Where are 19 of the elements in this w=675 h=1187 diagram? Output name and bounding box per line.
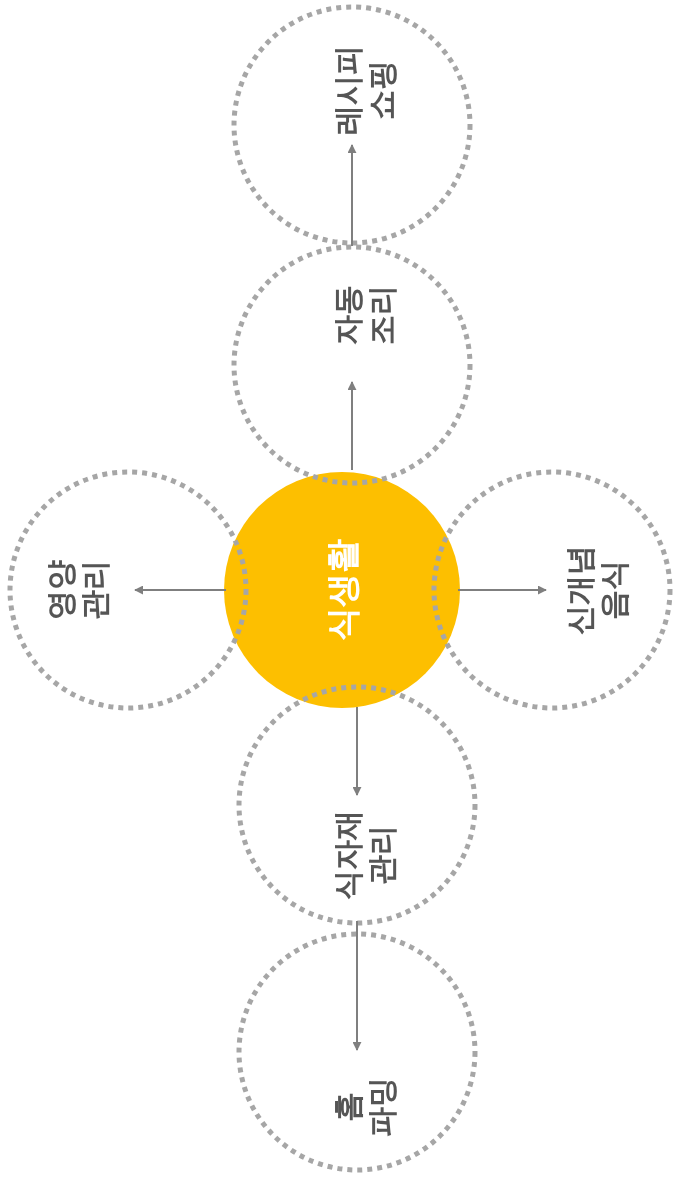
dotted-circle [235, 683, 479, 927]
arrow [347, 381, 357, 471]
dotted-circle [235, 930, 479, 1174]
node-label: 자동 조리 [331, 285, 399, 345]
node-label: 영양 관리 [44, 560, 112, 620]
center-label: 식생활 [325, 539, 359, 641]
dotted-circle [430, 468, 674, 712]
arrow [352, 920, 362, 1051]
node-label: 홈 파밍 [331, 1077, 399, 1137]
node-label: 레시피 쇼핑 [331, 45, 399, 135]
node-label: 식자재 관리 [331, 810, 399, 900]
dotted-circle [230, 3, 474, 247]
arrow [352, 706, 362, 796]
arrow [134, 585, 227, 595]
dotted-circle [230, 243, 474, 487]
node-label: 신개념 음식 [563, 545, 631, 635]
dotted-circle [6, 468, 250, 712]
arrow [457, 585, 547, 595]
arrow [347, 144, 357, 247]
